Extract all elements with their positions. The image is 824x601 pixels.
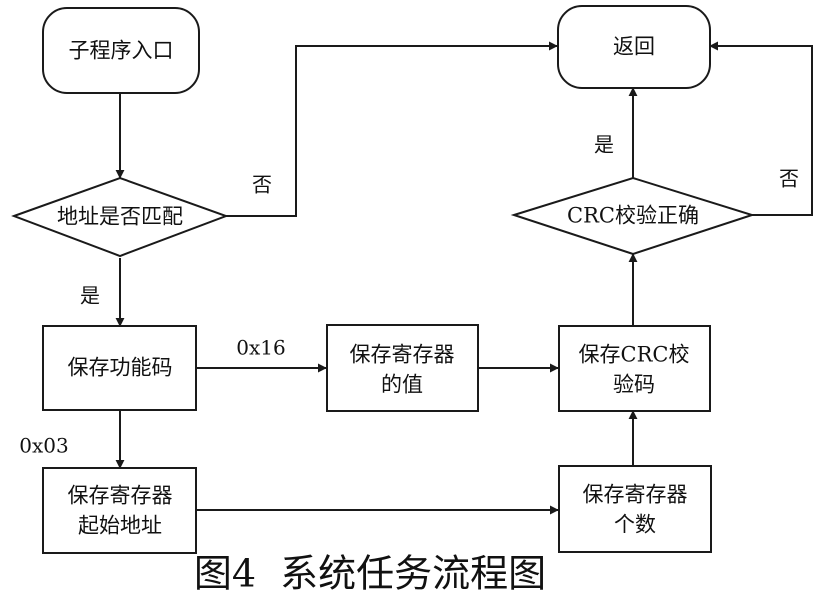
subroutine-entry-node: 子程序入口 bbox=[42, 7, 200, 94]
save-register-value-line1: 保存寄存器 bbox=[350, 343, 455, 367]
save-register-start-line1: 保存寄存器 bbox=[68, 484, 173, 508]
return-label: 返回 bbox=[613, 35, 655, 59]
edge-label-0x16: 0x16 bbox=[236, 336, 285, 360]
edge-label-address-yes: 是 bbox=[80, 284, 100, 308]
edge-address-no bbox=[226, 41, 558, 217]
edge-label-crc-yes: 是 bbox=[594, 133, 614, 157]
edge-crc-no bbox=[709, 41, 813, 216]
save-function-code-label: 保存功能码 bbox=[68, 356, 173, 380]
edge-label-crc-no: 否 bbox=[779, 167, 799, 191]
crc-check-decision: CRC校验正确 bbox=[510, 176, 756, 256]
edge-label-address-no: 否 bbox=[252, 173, 272, 197]
save-register-count-line1: 保存寄存器 bbox=[583, 483, 688, 507]
address-match-decision: 地址是否匹配 bbox=[11, 176, 229, 258]
save-register-value-line2: 的值 bbox=[381, 373, 423, 397]
save-register-start-line2: 起始地址 bbox=[78, 514, 162, 538]
save-crc-line1: 保存CRC校 bbox=[579, 343, 690, 367]
save-function-code-node: 保存功能码 bbox=[42, 325, 197, 411]
edge-label-0x03: 0x03 bbox=[19, 434, 68, 458]
subroutine-entry-label: 子程序入口 bbox=[69, 39, 174, 63]
address-match-label: 地址是否匹配 bbox=[57, 205, 183, 229]
save-register-count-line2: 个数 bbox=[614, 513, 656, 537]
crc-check-label: CRC校验正确 bbox=[567, 204, 699, 228]
figure-caption: 图4 系统任务流程图 bbox=[194, 552, 546, 596]
save-crc-line2: 验码 bbox=[613, 373, 655, 397]
save-crc-node: 保存CRC校 验码 bbox=[558, 325, 711, 412]
save-register-count-node: 保存寄存器 个数 bbox=[558, 465, 712, 553]
return-node: 返回 bbox=[557, 5, 711, 89]
save-register-value-node: 保存寄存器 的值 bbox=[326, 324, 479, 412]
save-register-start-node: 保存寄存器 起始地址 bbox=[42, 467, 197, 554]
